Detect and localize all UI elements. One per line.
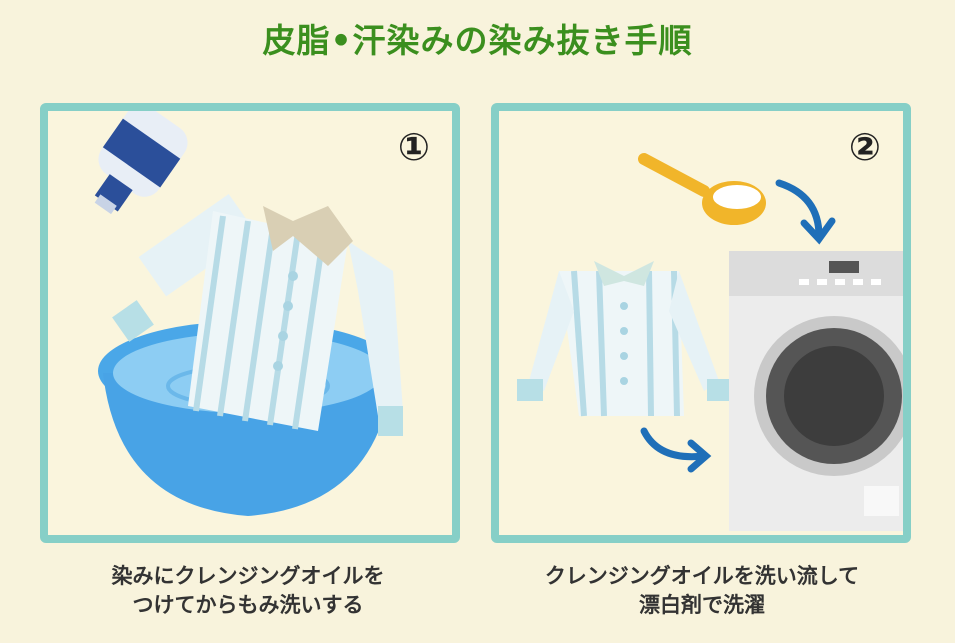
step-2-caption: クレンジングオイルを洗い流して 漂白剤で洗濯	[482, 562, 922, 620]
caption-line: クレンジングオイルを洗い流して	[544, 564, 860, 588]
step-1-illustration	[94, 111, 403, 516]
step-2-illustration	[517, 153, 903, 531]
caption-line: つけてからもみ洗いする	[132, 593, 364, 617]
step-number: ①	[397, 125, 430, 169]
caption-line: 染みにクレンジングオイルを	[111, 564, 385, 588]
arrow-down-icon	[775, 179, 836, 245]
step-2-panel: ②	[491, 103, 911, 543]
shirt-icon	[112, 193, 403, 436]
arrow-right-icon	[640, 427, 712, 473]
shirt-icon	[517, 261, 733, 417]
step-1-caption: 染みにクレンジングオイルを つけてからもみ洗いする	[28, 562, 468, 620]
step-number: ②	[848, 125, 881, 169]
oil-bottle-icon	[94, 111, 188, 215]
measuring-spoon-icon	[638, 153, 766, 225]
step-1-panel: ①	[40, 103, 460, 543]
washing-machine-icon	[729, 251, 903, 531]
page-title: 皮脂•汗染みの染み抜き手順	[262, 21, 693, 60]
caption-line: 漂白剤で洗濯	[639, 593, 765, 617]
